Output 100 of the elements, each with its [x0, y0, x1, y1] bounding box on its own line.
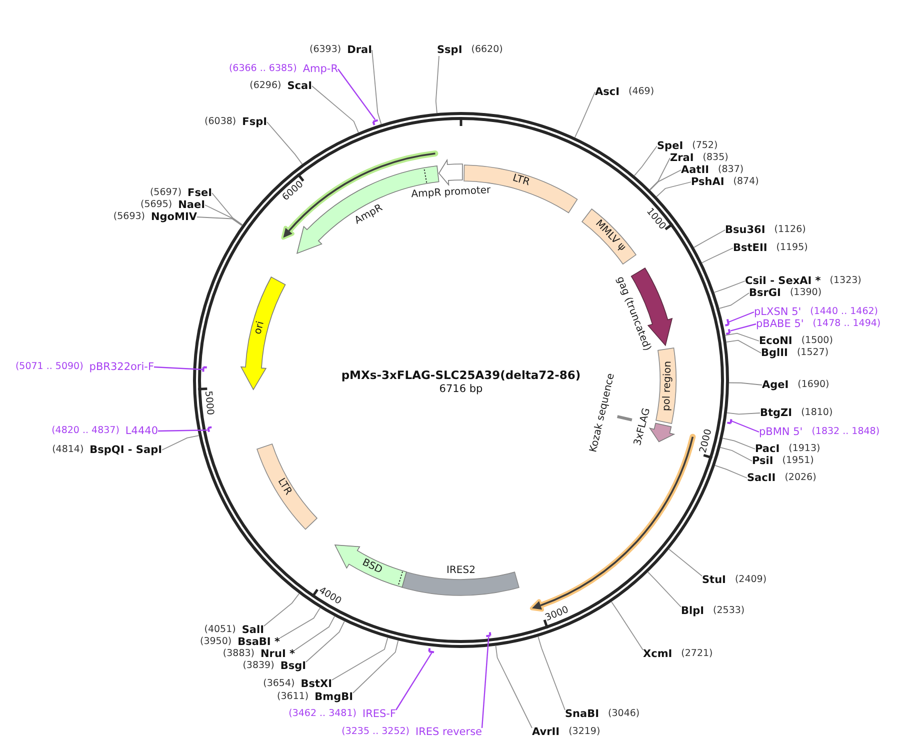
site-position: (3950) [200, 636, 232, 648]
scale-label: 5000 [202, 390, 216, 416]
site-position: (5693) [113, 211, 145, 223]
site-position: (3883) [222, 648, 254, 660]
leader-line [372, 50, 382, 125]
enzyme-name: Bsu36I [725, 224, 766, 236]
enzyme-name: ScaI [287, 80, 312, 92]
site-position: (874) [733, 176, 759, 188]
enzyme-name: SacII [747, 472, 776, 484]
site-position: (1323) [830, 275, 862, 287]
leader-line [718, 292, 750, 309]
leader-line [714, 280, 746, 293]
primer-position: (3462 .. 3481) [288, 708, 356, 720]
leader-line [264, 593, 300, 626]
leader-line [495, 645, 532, 728]
leader-line [481, 636, 490, 728]
leader-line [649, 158, 670, 190]
site-position: (1195) [776, 242, 808, 254]
enzyme-name: BspQI - SapI [90, 444, 162, 456]
leader-line [332, 637, 388, 680]
enzyme-name: XcmI [643, 648, 672, 660]
enzyme-name: PacI [755, 443, 780, 455]
primer-name: pBMN 5' [759, 426, 803, 438]
leader-line [396, 652, 432, 710]
leader-line [650, 170, 682, 190]
enzyme-name: BsgI [280, 660, 306, 672]
enzyme-name: NgoMIV [151, 211, 197, 223]
scale-label: 4000 [316, 585, 344, 608]
feature-label: AmpR promoter [411, 185, 492, 202]
site-position: (1690) [798, 379, 830, 391]
leader-line [610, 601, 644, 650]
leader-line [668, 548, 702, 576]
leader-line [574, 92, 596, 138]
leader-line [266, 122, 303, 165]
leader-line [435, 56, 440, 114]
site-position: (4051) [204, 624, 236, 636]
primer-position: (6366 .. 6385) [228, 63, 297, 75]
enzyme-name: AvrII [532, 726, 560, 738]
scale-label: 2000 [698, 428, 715, 454]
primer-name: pBR322ori-F [89, 361, 154, 373]
primer-name: IRES-F [362, 708, 396, 720]
enzyme-name: SspI [437, 44, 462, 56]
site-position: (3839) [242, 660, 274, 672]
enzyme-name: BsrGI [749, 287, 781, 299]
leader-line [647, 572, 682, 608]
leader-line [212, 192, 243, 226]
enzyme-name: PsiI [752, 455, 774, 467]
enzyme-name: BlpI [681, 605, 704, 617]
site-position: (835) [702, 152, 728, 164]
enzyme-name: SnaBI [565, 708, 600, 720]
enzyme-name: AscI [595, 86, 620, 98]
plasmid-name: pMXs-3xFLAG-SLC25A39(delta72-86) [341, 368, 581, 382]
leader-line [294, 616, 336, 650]
leader-line [538, 636, 566, 710]
site-position: (2721) [681, 648, 713, 660]
enzyme-name: BstEII [733, 242, 768, 254]
leader-line [726, 340, 762, 354]
leader-line [728, 311, 754, 323]
primer-name: L4440 [125, 425, 158, 437]
site-position: (1126) [774, 224, 806, 236]
site-position: (5695) [140, 199, 172, 211]
leader-line [162, 435, 200, 450]
site-position: (1390) [790, 287, 822, 299]
enzyme-name: BglII [761, 347, 788, 359]
leader-line [306, 620, 345, 662]
primer-position: (1440 .. 1462) [810, 306, 878, 318]
site-position: (5697) [150, 187, 182, 199]
leader-line [312, 86, 359, 133]
primer-position: (3235 .. 3252) [342, 726, 410, 738]
enzyme-name: FspI [242, 116, 267, 128]
feature-label: BSD [360, 557, 384, 578]
leader-line [724, 332, 760, 342]
enzyme-name: BtgZI [760, 407, 792, 419]
primer-position: (1832 .. 1848) [812, 426, 880, 438]
enzyme-name: BstXI [300, 678, 332, 690]
leader-line [280, 608, 320, 638]
enzyme-name: BmgBI [314, 691, 353, 703]
site-position: (6620) [471, 44, 503, 56]
enzyme-name: AatII [681, 164, 710, 176]
leader-line [726, 412, 760, 415]
site-position: (752) [692, 140, 718, 152]
enzyme-name: NruI * [260, 648, 295, 660]
plasmid-length: 6716 bp [439, 382, 483, 396]
site-position: (6296) [250, 80, 282, 92]
leader-line [158, 430, 208, 432]
primer-name: pBABE 5' [756, 318, 804, 330]
leader-line [693, 230, 726, 248]
enzyme-name: DraI [347, 44, 372, 56]
enzyme-name: ZraI [670, 152, 694, 164]
leader-line [722, 438, 756, 450]
leader-line [352, 640, 399, 694]
leader-line [732, 420, 760, 433]
leader-line [196, 216, 242, 226]
enzyme-name: StuI [702, 574, 726, 586]
site-position: (1951) [782, 455, 814, 467]
feature-label: pol region [662, 360, 676, 411]
site-position: (1500) [801, 335, 833, 347]
enzyme-name: FseI [188, 187, 212, 199]
scale-label: 3000 [544, 604, 571, 624]
enzyme-name: AgeI [762, 379, 789, 391]
